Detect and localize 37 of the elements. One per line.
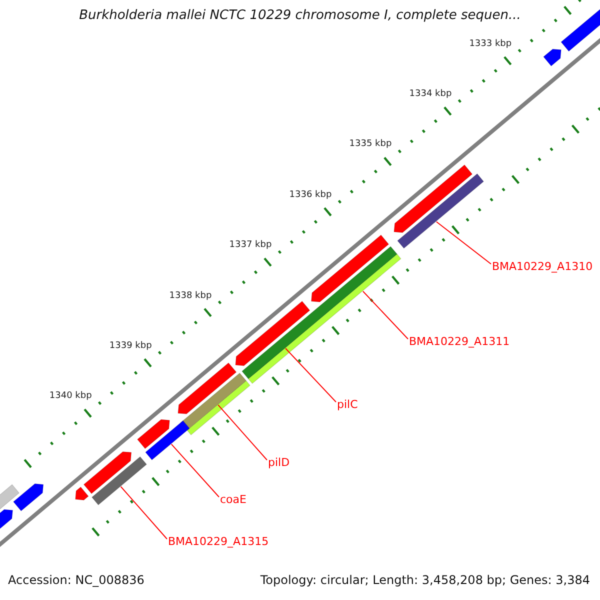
gene-label: BMA10229_A1310 [492,260,593,274]
leader-line [120,486,168,540]
gene-feature [12,483,44,512]
summary-text: Topology: circular; Length: 3,458,208 bp; Genes: 3,384 [260,573,590,588]
map-title: Burkholderia mallei NCTC 10229 chromosome I, complete sequen... [78,8,522,24]
leader-line [170,444,220,498]
gene-feature [394,164,473,233]
scale-label: 1335 kbp [349,139,392,150]
gene-feature [178,362,237,414]
leader-line [436,221,492,264]
leader-line [362,290,408,340]
gene-label: BMA10229_A1311 [409,335,510,348]
scale-label: 1338 kbp [169,290,212,302]
leader-line [285,348,336,402]
scale-label: 1340 kbp [49,391,92,402]
scale-label: 1337 kbp [229,240,272,251]
gene-bar [186,380,250,436]
gene-bar [145,420,190,460]
scale-label: 1339 kbp [109,340,152,352]
gene-feature [543,48,562,66]
gene-feature [235,300,310,366]
gene-feature [83,451,132,494]
gene-bar [397,173,484,249]
gene-label: BMA10229_A1315 [168,535,269,548]
accession-text: Accession: NC_008836 [8,573,144,588]
gene-bar [91,456,148,506]
scale-label: 1333 kbp [469,38,512,50]
gene-feature [136,419,170,450]
scale-label: 1336 kbp [289,190,332,201]
gene-label: pilD [268,456,290,470]
leader-line [218,404,268,460]
gene-label: coaE [220,493,246,506]
gene-feature [310,234,390,302]
gene-bar [0,484,20,512]
gene-label: pilC [337,398,358,412]
scale-label: 1334 kbp [409,89,452,100]
gene-feature [75,486,89,500]
